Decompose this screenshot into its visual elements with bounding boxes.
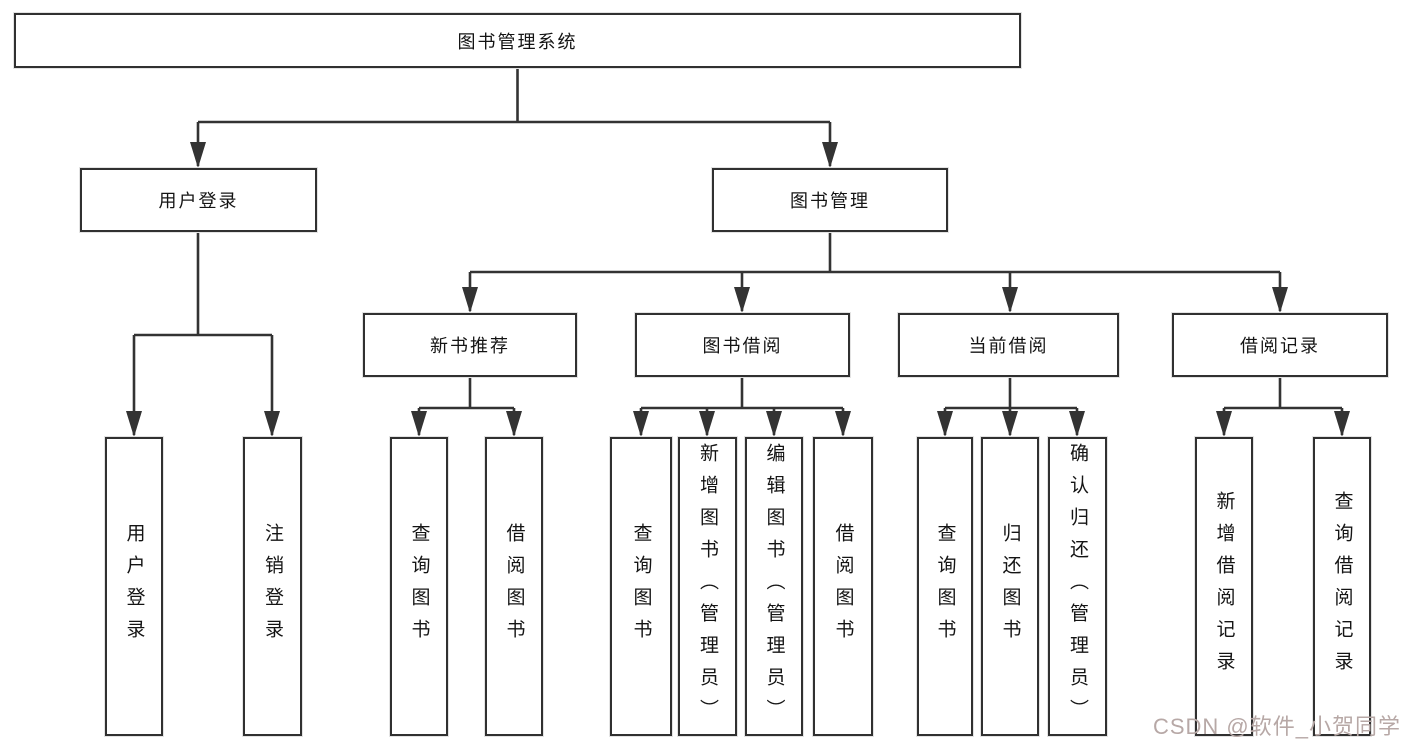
leaf-query-borrow-record: 查询借阅记录 <box>1313 437 1371 736</box>
leaf-query-books-borrow: 查询图书 <box>610 437 672 736</box>
node-root: 图书管理系统 <box>14 13 1021 68</box>
leaf-add-borrow-record: 新增借阅记录 <box>1195 437 1253 736</box>
leaf-label: 用户登录 <box>123 522 145 651</box>
leaf-label: 注销登录 <box>262 522 283 651</box>
node-current-borrow: 当前借阅 <box>898 313 1119 377</box>
leaf-borrow-books: 借阅图书 <box>813 437 873 736</box>
leaf-confirm-return-admin: 确认归还（管理员） <box>1048 437 1107 736</box>
watermark-csdn: CSDN @软件_小贺同学 <box>1152 714 1401 739</box>
node-book-borrow: 图书借阅 <box>635 313 850 377</box>
node-user-login: 用户登录 <box>80 168 317 232</box>
leaf-label: 借阅图书 <box>832 522 854 651</box>
leaf-label: 新增借阅记录 <box>1213 490 1235 683</box>
node-book-management: 图书管理 <box>712 168 948 232</box>
leaf-label: 新增图书（管理员） <box>697 442 718 731</box>
leaf-label: 查询借阅记录 <box>1331 490 1353 683</box>
leaf-add-books-admin: 新增图书（管理员） <box>678 437 737 736</box>
leaf-label: 确认归还（管理员） <box>1067 442 1088 731</box>
leaf-query-books-current: 查询图书 <box>917 437 973 736</box>
leaf-label: 归还图书 <box>999 522 1021 651</box>
leaf-return-books: 归还图书 <box>981 437 1039 736</box>
leaf-edit-books-admin: 编辑图书（管理员） <box>745 437 803 736</box>
leaf-label: 查询图书 <box>408 522 430 651</box>
leaf-label: 借阅图书 <box>503 522 525 651</box>
leaf-label: 编辑图书（管理员） <box>763 442 785 731</box>
leaf-label: 查询图书 <box>630 522 652 651</box>
leaf-user-login: 用户登录 <box>105 437 163 736</box>
leaf-logout: 注销登录 <box>243 437 302 736</box>
node-borrow-records: 借阅记录 <box>1172 313 1388 377</box>
leaf-query-books-recommend: 查询图书 <box>390 437 448 736</box>
node-new-book-recommend: 新书推荐 <box>363 313 577 377</box>
leaf-borrow-books-recommend: 借阅图书 <box>485 437 543 736</box>
leaf-label: 查询图书 <box>934 522 956 651</box>
